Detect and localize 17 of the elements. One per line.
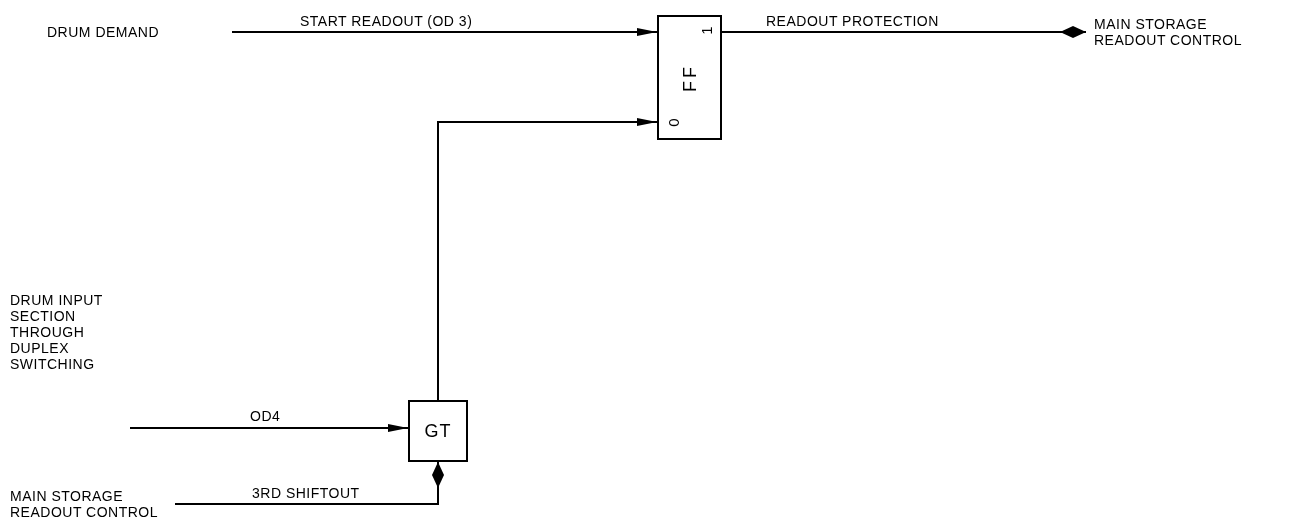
gate-box xyxy=(408,400,468,462)
node-label: DRUM DEMAND xyxy=(47,24,232,40)
pin-label: 0 xyxy=(665,118,681,127)
pin-label: 1 xyxy=(698,26,714,35)
edge-label: OD4 xyxy=(250,408,281,424)
block-label: FF xyxy=(679,63,700,92)
node-label: DRUM INPUT SECTION THROUGH DUPLEX SWITCHING xyxy=(10,292,130,372)
connector-arrow xyxy=(437,118,658,401)
node-label: MAIN STORAGE READOUT CONTROL xyxy=(10,488,175,520)
connector-arrow xyxy=(129,424,409,432)
flip-flop-box xyxy=(657,15,722,140)
node-label: MAIN STORAGE READOUT CONTROL xyxy=(1094,16,1259,48)
edge-label: START READOUT (OD 3) xyxy=(300,13,473,29)
edge-label: READOUT PROTECTION xyxy=(766,13,939,29)
edge-label: 3RD SHIFTOUT xyxy=(252,485,360,501)
connector-arrow xyxy=(231,28,658,36)
block-label: GT xyxy=(423,420,453,442)
